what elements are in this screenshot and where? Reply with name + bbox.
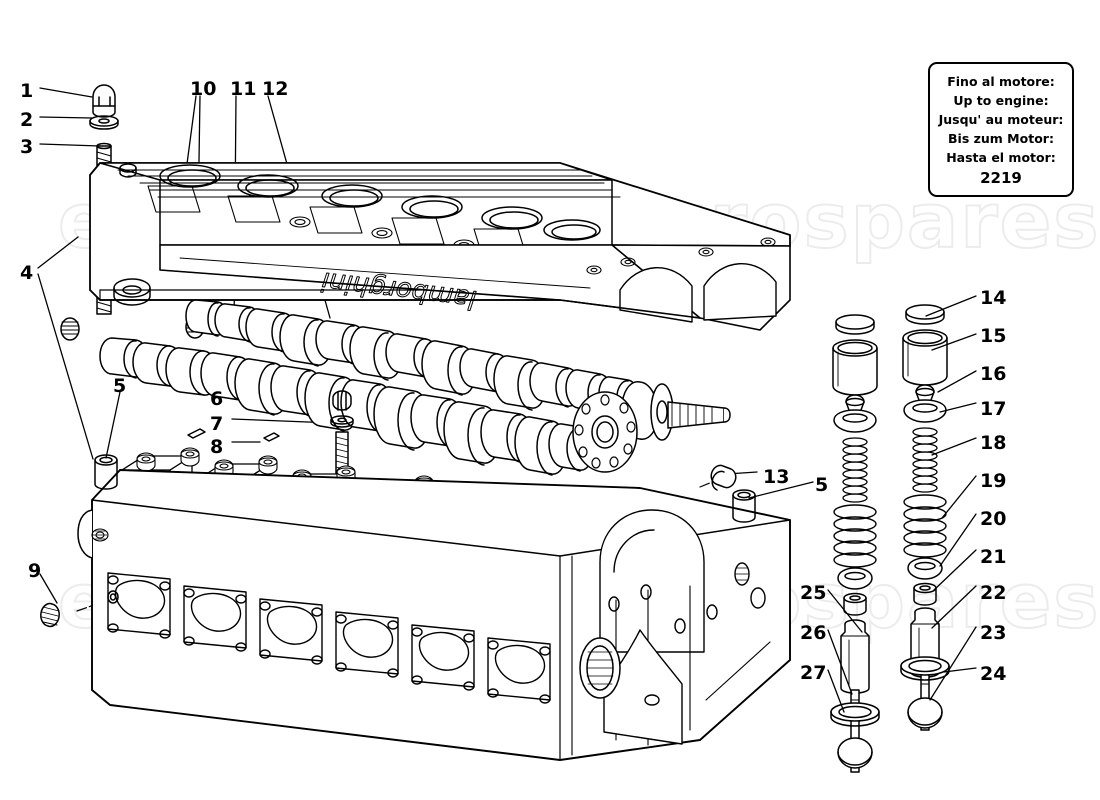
info-line-es: Hasta el motor: xyxy=(946,150,1056,165)
callout-19[interactable]: 19 xyxy=(980,470,1007,492)
valve-guide-left xyxy=(840,619,870,694)
callout-26[interactable]: 26 xyxy=(800,622,827,644)
callout-4[interactable]: 4 xyxy=(20,262,34,284)
part-6-nut xyxy=(332,390,352,411)
part-7-washer xyxy=(330,415,354,428)
part-2-washer xyxy=(89,115,119,130)
callout-8[interactable]: 8 xyxy=(210,436,224,458)
outer-spring-left xyxy=(833,504,877,568)
callout-13[interactable]: 13 xyxy=(763,466,790,488)
callout-10[interactable]: 10 xyxy=(190,78,217,100)
callout-15[interactable]: 15 xyxy=(980,325,1007,347)
camshaft-lower xyxy=(99,337,638,476)
intake-port-flanges xyxy=(107,572,551,704)
callout-14[interactable]: 14 xyxy=(980,287,1007,309)
info-line-fr: Jusqu' au moteur: xyxy=(938,112,1064,127)
part-9-plug xyxy=(40,602,60,628)
callout-1[interactable]: 1 xyxy=(20,80,34,102)
outer-spring-right xyxy=(903,494,947,558)
engine-number-value: 2219 xyxy=(980,169,1022,187)
inner-spring-right xyxy=(912,427,938,493)
callout-11[interactable]: 11 xyxy=(230,78,257,100)
part-13-dowel xyxy=(710,464,737,491)
camshaft-upper xyxy=(185,299,731,441)
callout-24[interactable]: 24 xyxy=(980,663,1007,685)
part-5-bush-right xyxy=(732,489,756,523)
part-1-cap-nut xyxy=(92,84,116,118)
callout-12[interactable]: 12 xyxy=(262,78,289,100)
cylinder-head xyxy=(77,447,791,761)
inner-spring-left xyxy=(842,437,868,503)
callout-22[interactable]: 22 xyxy=(980,582,1007,604)
callout-25[interactable]: 25 xyxy=(800,582,827,604)
valve-assembly-left xyxy=(830,314,880,773)
callout-3[interactable]: 3 xyxy=(20,136,34,158)
part-8-bracket xyxy=(187,428,280,442)
callout-21[interactable]: 21 xyxy=(980,546,1007,568)
callout-17[interactable]: 17 xyxy=(980,398,1007,420)
callout-5-right[interactable]: 5 xyxy=(815,474,829,496)
engine-number-info-box: Fino al motore: Up to engine: Jusqu' au … xyxy=(928,62,1074,197)
head-right-end xyxy=(571,509,791,756)
callout-5-left[interactable]: 5 xyxy=(113,375,127,397)
callout-18[interactable]: 18 xyxy=(980,432,1007,454)
callout-7[interactable]: 7 xyxy=(210,413,224,435)
valve-leader-lines xyxy=(827,295,977,713)
part-9-bore xyxy=(107,590,119,604)
info-line-it: Fino al motore: xyxy=(947,74,1055,89)
callout-2[interactable]: 2 xyxy=(20,109,34,131)
callout-20[interactable]: 20 xyxy=(980,508,1007,530)
info-line-de: Bis zum Motor: xyxy=(948,131,1054,146)
info-line-en: Up to engine: xyxy=(953,93,1049,108)
part-5-bush-left xyxy=(94,454,118,490)
callout-9[interactable]: 9 xyxy=(28,560,42,582)
part-4-plug-upper xyxy=(60,317,80,341)
cam-cover: lamborghini xyxy=(89,162,791,331)
callout-6[interactable]: 6 xyxy=(210,388,224,410)
callout-16[interactable]: 16 xyxy=(980,363,1007,385)
callout-27[interactable]: 27 xyxy=(800,662,827,684)
callout-23[interactable]: 23 xyxy=(980,622,1007,644)
valve-assembly-right xyxy=(900,304,950,731)
